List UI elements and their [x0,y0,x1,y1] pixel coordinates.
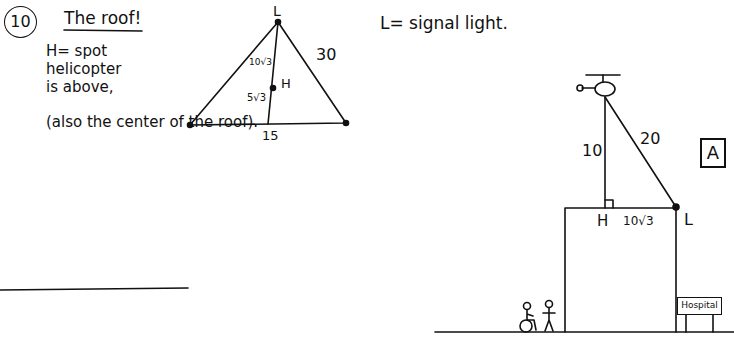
note-text: L= signal light. [380,14,508,33]
helicopter-tail [582,87,595,89]
dimension-label: 20 [640,130,660,148]
dimension-label: 10 [582,142,602,160]
roof-triangle [190,22,346,125]
point-label: L [273,4,281,19]
height-line [604,97,606,208]
page-line [0,288,188,290]
median-line [268,22,278,124]
node-text: Hospital [681,301,718,311]
tail-rotor [577,85,583,91]
dimension-label: 10√3 [623,215,654,228]
point-label: L [684,211,693,229]
wheel [520,320,532,332]
dimension-label: 5√3 [247,92,266,103]
person-head [524,303,531,310]
person-head [546,301,553,308]
right-angle-mark [605,200,613,208]
building [565,208,676,332]
note-text: (also the center of the roof). [46,114,258,131]
ground-line [435,331,734,333]
answer-box: A [700,138,726,168]
rotor-mast [602,75,604,82]
title-underline [64,30,142,31]
stick-figure [543,308,555,331]
point-label: H [281,77,291,91]
dimension-label: 30 [316,46,336,64]
dimension-label: 10√3 [249,58,272,68]
hospital-sign: Hospital [677,297,722,315]
helicopter-body [595,82,615,96]
node-text: A [707,143,719,163]
node-text: 10 [10,13,30,31]
point-label: H [597,213,608,230]
center-dot [271,86,276,91]
corner-dot [344,121,349,126]
hypotenuse-line [605,97,676,207]
item-number-circle: 10 [4,6,37,38]
title-text: The roof! [64,9,141,28]
dimension-label: 15 [262,129,279,143]
note-text: H= spot helicopter is above, [46,42,128,96]
light-dot [276,20,281,25]
